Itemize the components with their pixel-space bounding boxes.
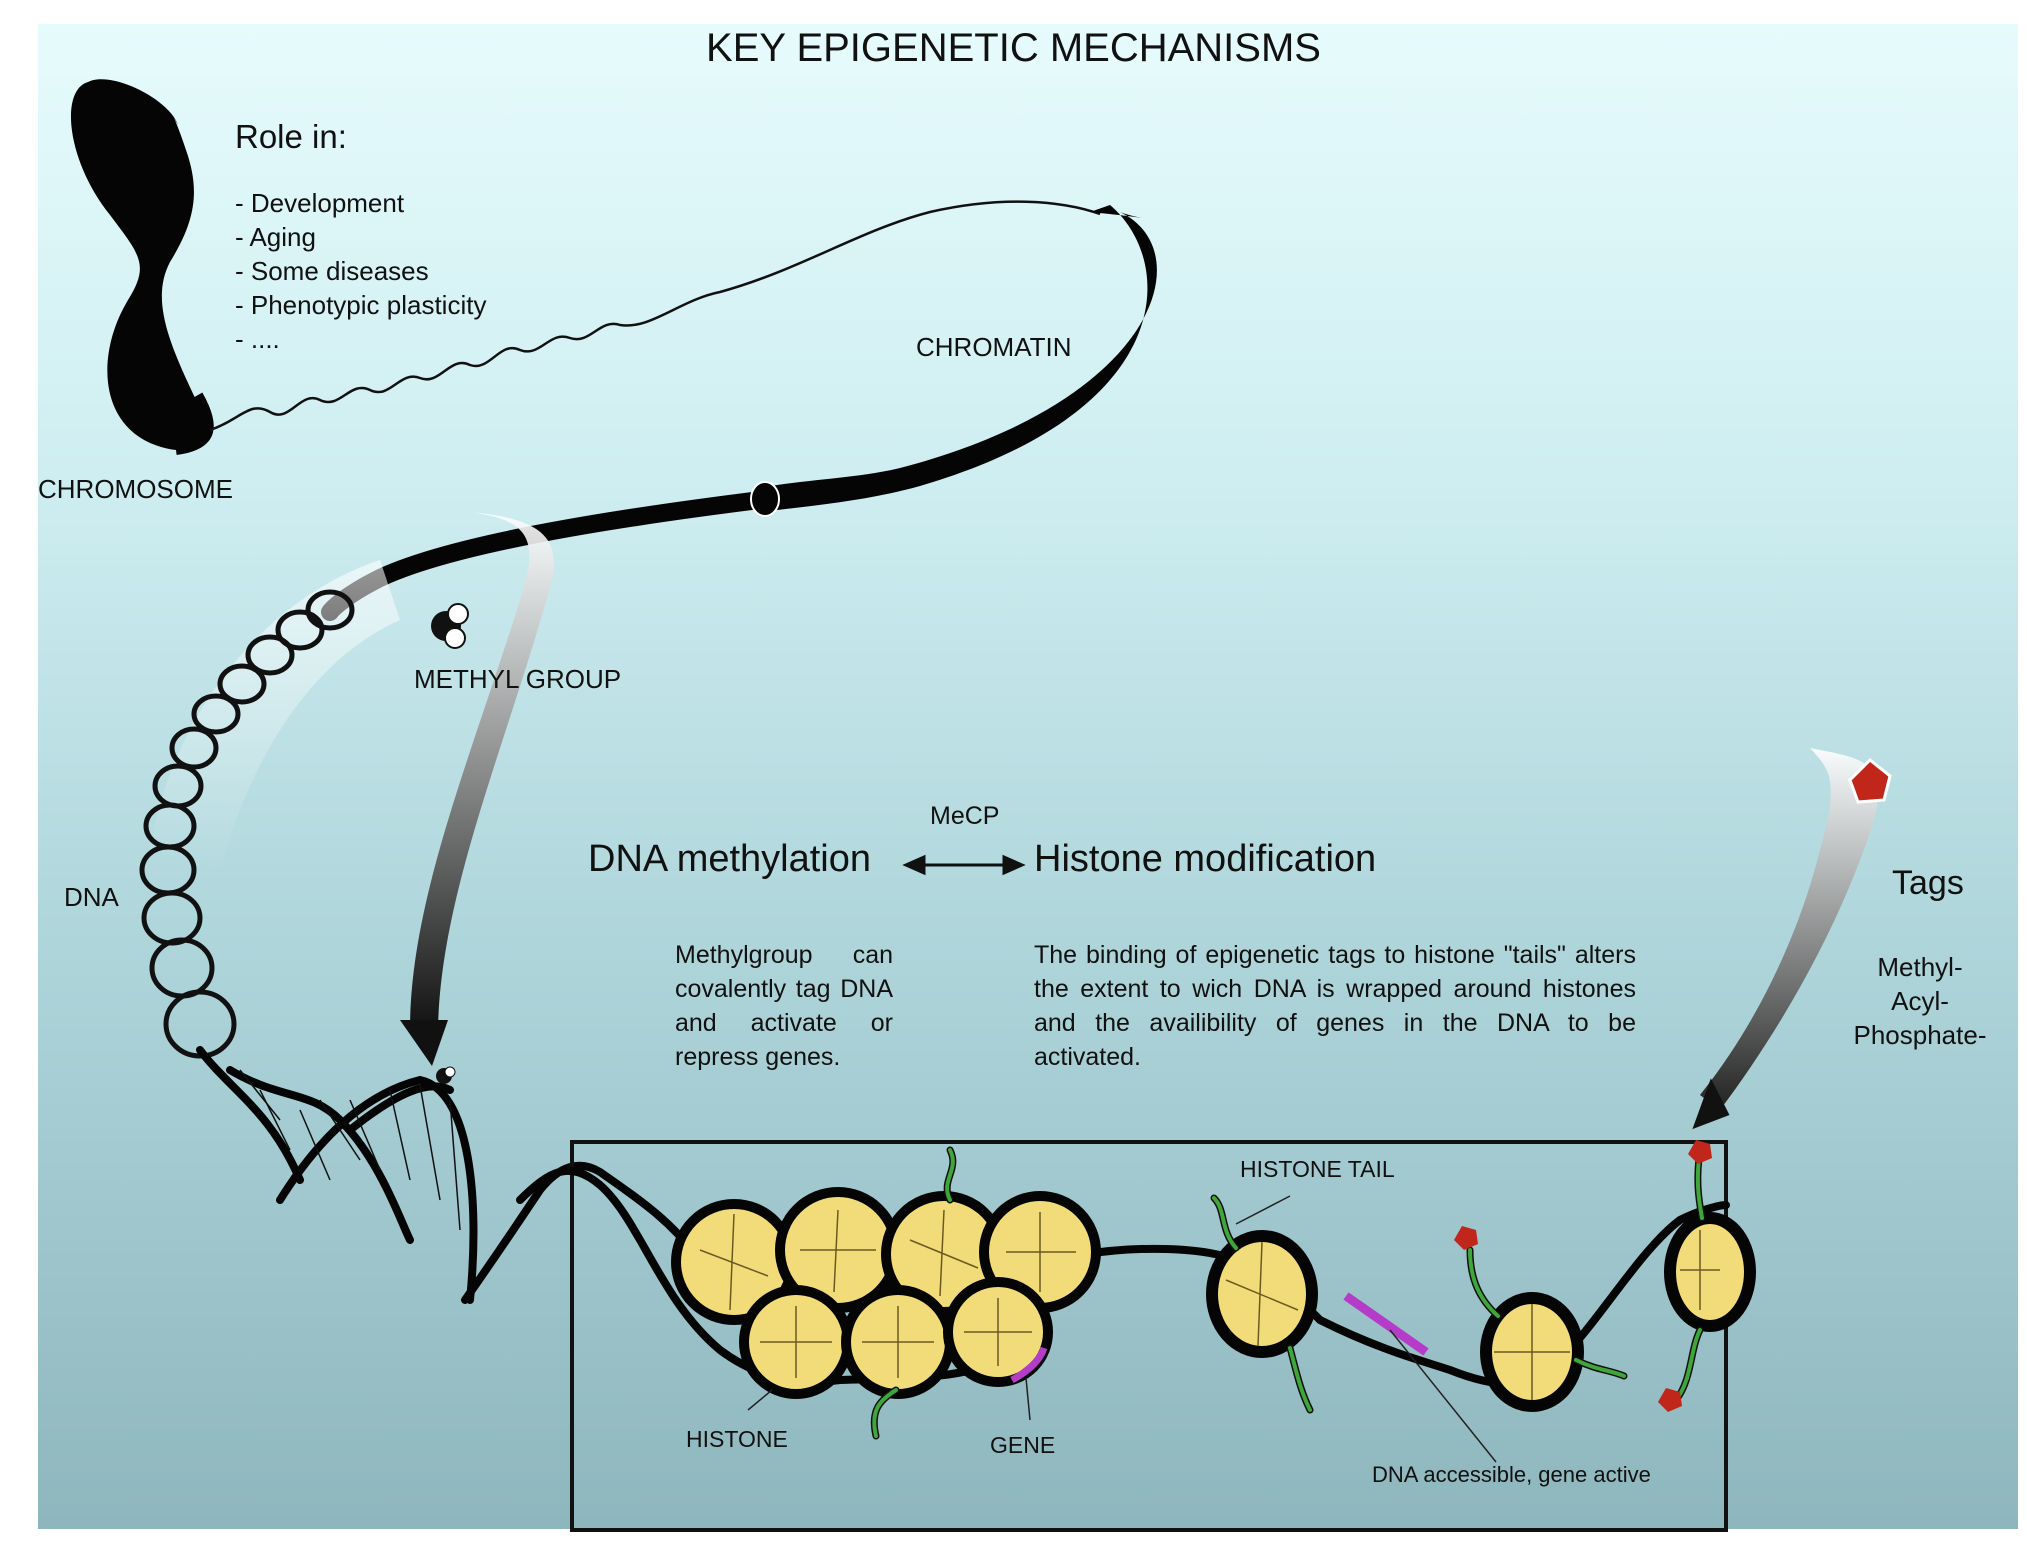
dna-methylation-description: Methylgroup can covalently tag DNA and a… [675, 941, 893, 1071]
dna-label: DNA [64, 882, 119, 912]
role-heading: Role in: [235, 118, 347, 155]
tags-arrow-band [1700, 748, 1879, 1110]
role-item: - Aging [235, 222, 316, 252]
chromatin-loop [760, 205, 1157, 512]
methyl-group-molecule [431, 603, 469, 649]
histone-label: HISTONE [686, 1426, 788, 1452]
histone-modification-heading: Histone modification [1034, 838, 1377, 880]
dna-accessible-label: DNA accessible, gene active [1372, 1462, 1651, 1487]
role-list: - Development - Aging - Some diseases - … [235, 186, 486, 356]
open-histone-tails [1210, 1146, 1706, 1414]
methyl-group-label: METHYL GROUP [414, 664, 622, 694]
pointer-lines [747, 1195, 1497, 1463]
dna-double-helix [196, 1046, 704, 1304]
chromatin-label: CHROMATIN [916, 332, 1072, 362]
methyl-arrow-band [410, 512, 554, 1030]
tags-list: Methyl- Acyl- Phosphate- [1850, 950, 1990, 1052]
methyl-on-dna [436, 1066, 456, 1084]
tag-item: Acyl- [1891, 986, 1949, 1016]
epigenetic-tags-on-tails [1454, 1140, 1712, 1412]
dna-base-pairs [239, 1069, 461, 1231]
chromosome-shape [70, 79, 214, 455]
role-item: - Some diseases [235, 256, 429, 286]
tag-item: Methyl- [1877, 952, 1963, 982]
methyl-arrow-head [400, 1020, 448, 1066]
tags-heading: Tags [1892, 864, 1964, 902]
open-histones [1206, 1212, 1756, 1412]
tag-pentagon [1848, 757, 1892, 804]
gene-segment-accessible [1343, 1292, 1429, 1356]
nucleosome-box [570, 1140, 1728, 1532]
role-item: - Phenotypic plasticity [235, 290, 487, 320]
chromatin-thin-fiber [209, 200, 1101, 432]
tags-arrow-head [1692, 1078, 1730, 1130]
mecp-label: MeCP [930, 802, 1000, 830]
role-item: - .... [235, 324, 280, 354]
dna-methylation-heading: DNA methylation [588, 838, 872, 880]
histone-modification-description: The binding of epigenetic tags to histon… [1034, 941, 1636, 1071]
diagram-title: KEY EPIGENETIC MECHANISMS [706, 26, 1321, 70]
histone-tail-label: HISTONE TAIL [1240, 1156, 1395, 1182]
mecp-double-arrow [902, 854, 1026, 876]
gene-label: GENE [990, 1432, 1056, 1458]
dna-supercoil [139, 589, 355, 1059]
chromosome-label: CHROMOSOME [38, 474, 233, 504]
tag-item: Phosphate- [1853, 1020, 1987, 1050]
gene-segment-cluster [1010, 1346, 1048, 1384]
role-item: - Development [235, 188, 405, 218]
histone-cluster [671, 1187, 1101, 1399]
